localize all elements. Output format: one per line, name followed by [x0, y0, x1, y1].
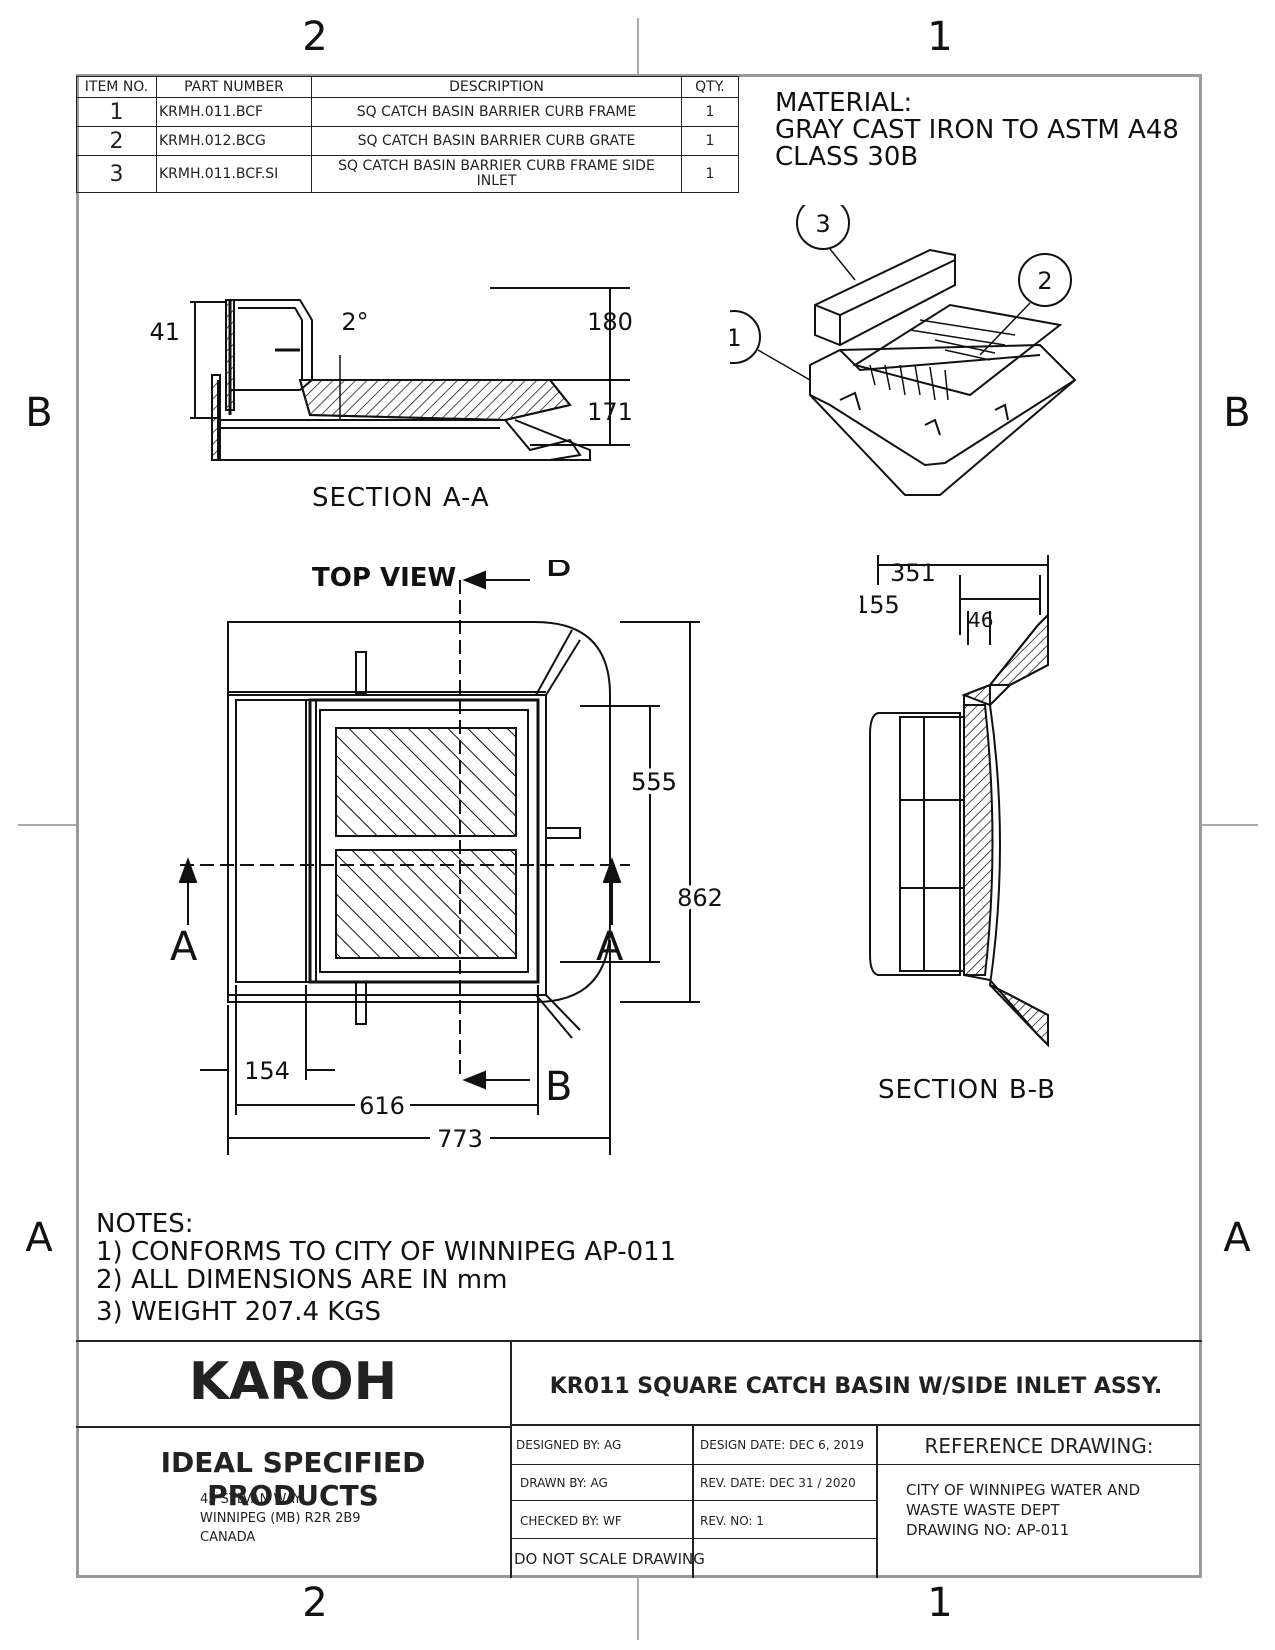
dim-171: 171 — [587, 398, 633, 426]
material-class: CLASS 30B — [775, 142, 919, 172]
note-3: 3) WEIGHT 207.4 KGS — [96, 1297, 381, 1327]
zone-marker-top-1: 1 — [927, 14, 953, 60]
bom-part: KRMH.011.BCF.SI — [156, 155, 312, 193]
bom-item: 1 — [76, 97, 157, 127]
top-view-label: TOP VIEW — [312, 563, 457, 593]
section-b-b-view: 351 155 46 — [860, 555, 1049, 1048]
title-block: KAROH KR011 SQUARE CATCH BASIN W/SIDE IN… — [76, 1340, 1202, 1578]
bom-header-description: DESCRIPTION — [311, 76, 682, 98]
bom-part: KRMH.011.BCF — [156, 97, 312, 127]
bom-desc: SQ CATCH BASIN BARRIER CURB GRATE — [311, 126, 682, 156]
cut-a-left: A — [170, 924, 198, 970]
rev-no: REV. NO: 1 — [700, 1514, 764, 1528]
address-line: 45 SYLVAN WAY. — [200, 1492, 303, 1507]
dim-773: 773 — [437, 1125, 483, 1153]
dim-180: 180 — [587, 308, 633, 336]
dim-241: 241 — [150, 318, 180, 346]
address-line: CANADA — [200, 1530, 256, 1545]
dim-862: 862 — [677, 884, 723, 912]
dim-351: 351 — [890, 559, 936, 587]
bom-header-part: PART NUMBER — [156, 76, 312, 98]
bom-desc: SQ CATCH BASIN BARRIER CURB FRAME SIDE I… — [311, 155, 682, 193]
dim-154: 154 — [244, 1057, 290, 1085]
design-date: DESIGN DATE: DEC 6, 2019 — [700, 1438, 864, 1452]
bill-of-materials-table: ITEM NO. PART NUMBER DESCRIPTION QTY. 1 … — [76, 76, 739, 193]
reference-line: WASTE WASTE DEPT — [906, 1501, 1060, 1519]
material-spec: GRAY CAST IRON TO ASTM A48 — [775, 115, 1179, 145]
notes-title: NOTES: — [96, 1209, 194, 1239]
bom-desc: SQ CATCH BASIN BARRIER CURB FRAME — [311, 97, 682, 127]
brand-logo-text: KAROH — [188, 1352, 398, 1412]
section-b-b-label: SECTION B-B — [878, 1075, 1056, 1105]
reference-line: DRAWING NO: AP-011 — [906, 1521, 1070, 1539]
company-name: IDEAL SPECIFIED PRODUCTS — [160, 1446, 426, 1512]
note-1: 1) CONFORMS TO CITY OF WINNIPEG AP-011 — [96, 1237, 677, 1267]
address-line: WINNIPEG (MB) R2R 2B9 — [200, 1511, 361, 1526]
drawing-title: KR011 SQUARE CATCH BASIN W/SIDE INLET AS… — [549, 1374, 1163, 1399]
balloon-3-label: 3 — [815, 210, 830, 238]
drawn-by: DRAWN BY: AG — [520, 1476, 608, 1490]
zone-marker-right-a: A — [1223, 1215, 1251, 1261]
zone-marker-bottom-1: 1 — [927, 1580, 953, 1626]
dim-555: 555 — [631, 768, 677, 796]
drawing-border — [76, 74, 1202, 1578]
zone-marker-left-b: B — [25, 390, 53, 436]
material-title: MATERIAL: — [775, 88, 913, 118]
isometric-assembly-view: 3 2 1 — [730, 205, 1077, 496]
table-row: 1 KRMH.011.BCF SQ CATCH BASIN BARRIER CU… — [76, 97, 739, 127]
zone-marker-left-a: A — [25, 1215, 53, 1261]
table-row: 3 KRMH.011.BCF.SI SQ CATCH BASIN BARRIER… — [76, 155, 739, 193]
balloon-1 — [730, 310, 761, 364]
bom-item: 2 — [76, 126, 157, 156]
bom-header-row: ITEM NO. PART NUMBER DESCRIPTION QTY. — [76, 76, 739, 98]
reference-drawing-title: REFERENCE DRAWING: — [924, 1434, 1154, 1458]
company-address: 45 SYLVAN WAY. WINNIPEG (MB) R2R 2B9 CAN… — [200, 1490, 361, 1547]
dim-555-text: 555 — [631, 768, 677, 796]
table-row: 2 KRMH.012.BCG SQ CATCH BASIN BARRIER CU… — [76, 126, 739, 156]
dim-angle: 2° — [341, 308, 368, 336]
zone-marker-right-b: B — [1223, 390, 1251, 436]
balloon-3 — [796, 205, 850, 250]
cut-b-top: B — [545, 560, 572, 586]
zone-marker-bottom-2: 2 — [302, 1580, 328, 1626]
designed-by: DESIGNED BY: AG — [516, 1438, 622, 1452]
dim-46: 46 — [968, 608, 993, 632]
bom-part: KRMH.012.BCG — [156, 126, 312, 156]
material-note: MATERIAL: GRAY CAST IRON TO ASTM A48 CLA… — [775, 90, 1179, 171]
section-a-a-label: SECTION A-A — [312, 483, 490, 513]
checked-by: CHECKED BY: WF — [520, 1514, 622, 1528]
dim-155: 155 — [860, 591, 900, 619]
bom-qty: 1 — [681, 97, 739, 127]
cut-b-bottom: B — [545, 1064, 572, 1110]
bom-qty: 1 — [681, 155, 739, 193]
balloon-1-label: 1 — [730, 324, 742, 352]
rev-date: REV. DATE: DEC 31 / 2020 — [700, 1476, 856, 1490]
reference-line: CITY OF WINNIPEG WATER AND — [906, 1481, 1141, 1499]
cut-a-right: A — [596, 924, 624, 970]
notes-block: NOTES: 1) CONFORMS TO CITY OF WINNIPEG A… — [96, 1210, 676, 1326]
section-a-a-view: 241 180 171 2° — [150, 287, 633, 461]
balloon-2-label: 2 — [1037, 267, 1052, 295]
dim-616: 616 — [359, 1092, 405, 1120]
reference-drawing-details: CITY OF WINNIPEG WATER AND WASTE WASTE D… — [906, 1480, 1140, 1540]
do-not-scale-note: DO NOT SCALE DRAWING — [514, 1550, 705, 1568]
bom-item: 3 — [76, 155, 157, 193]
bom-header-item: ITEM NO. — [76, 76, 157, 98]
bom-qty: 1 — [681, 126, 739, 156]
note-2: 2) ALL DIMENSIONS ARE IN mm — [96, 1265, 508, 1295]
zone-marker-top-2: 2 — [302, 14, 328, 60]
top-view-drawing: B B A A 555 555 862 154 616 773 — [170, 560, 727, 1155]
balloon-2 — [1018, 253, 1072, 307]
bom-header-qty: QTY. — [681, 76, 739, 98]
